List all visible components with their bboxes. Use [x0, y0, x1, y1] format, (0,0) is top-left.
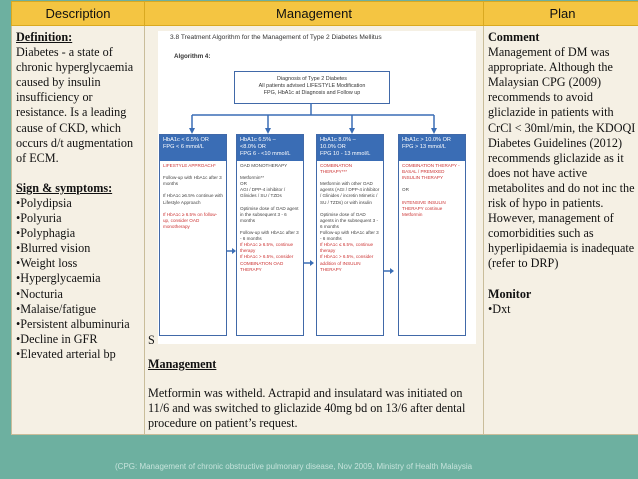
- symptom-item: Persistent albuminuria: [16, 317, 140, 332]
- header-management: Management: [144, 1, 484, 26]
- header-plan: Plan: [483, 1, 638, 26]
- symptom-item: Elevated arterial bp: [16, 347, 140, 362]
- symptom-item: Hyperglycaemia: [16, 271, 140, 286]
- symptom-item: Polyphagia: [16, 226, 140, 241]
- description-cell: Definition: Diabetes - a state of chroni…: [11, 25, 145, 435]
- symptom-item: Decline in GFR: [16, 332, 140, 347]
- plan-cell: Comment Management of DM was appropriate…: [483, 25, 638, 435]
- management-s-fragment: S: [148, 333, 155, 347]
- symptom-item: Blurred vision: [16, 241, 140, 256]
- figure-title: 3.8 Treatment Algorithm for the Manageme…: [170, 34, 382, 41]
- management-text: Metformin was witheld. Actrapid and insu…: [148, 386, 466, 431]
- monitor-item: •Dxt: [488, 301, 511, 316]
- comment-text: Management of DM was appropriate. Althou…: [488, 45, 636, 271]
- header-description: Description: [11, 1, 145, 26]
- management-title: Management: [148, 357, 217, 371]
- definition-text: Diabetes - a state of chronic hyperglyca…: [16, 45, 134, 165]
- treatment-algorithm-figure: 3.8 Treatment Algorithm for the Manageme…: [158, 31, 476, 344]
- management-section: Management Metformin was witheld. Actrap…: [148, 357, 478, 431]
- symptom-item: Nocturia: [16, 287, 140, 302]
- monitor-title: Monitor: [488, 286, 532, 301]
- symptom-item: Polydipsia: [16, 196, 140, 211]
- symptom-item: Polyuria: [16, 211, 140, 226]
- definition-title: Definition:: [16, 30, 73, 44]
- footer-citation: (CPG: Management of chronic obstructive …: [115, 462, 473, 471]
- algorithm-arrows: [189, 103, 437, 274]
- symptom-item: Malaise/fatigue: [16, 302, 140, 317]
- symptoms-title: Sign & symptoms:: [16, 180, 113, 195]
- figure-algorithm-label: Algorithm 4:: [174, 53, 211, 60]
- symptoms-list: Polydipsia Polyuria Polyphagia Blurred v…: [16, 196, 140, 362]
- comment-title: Comment: [488, 30, 540, 44]
- symptom-item: Weight loss: [16, 256, 140, 271]
- diagnosis-box: Diagnosis of Type 2 Diabetes All patient…: [234, 71, 390, 104]
